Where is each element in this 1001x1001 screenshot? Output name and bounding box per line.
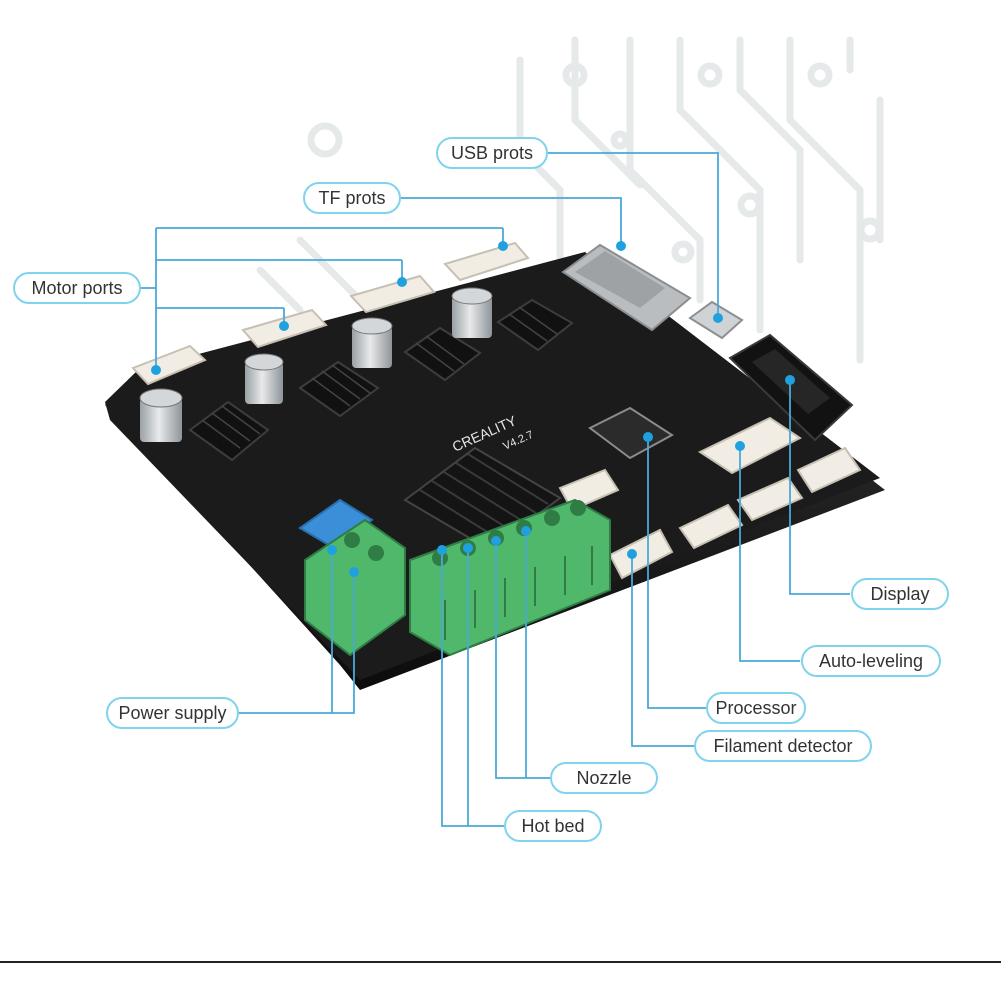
callout-usb-ports: USB prots [436,137,548,169]
driver-heatsinks [188,298,574,462]
callout-auto-leveling: Auto-leveling [801,645,941,677]
background-traces [256,36,884,364]
callout-motor-ports: Motor ports [13,272,141,304]
callout-nozzle: Nozzle [550,762,658,794]
callout-tf-ports: TF prots [303,182,401,214]
callout-hot-bed: Hot bed [504,810,602,842]
callout-power-supply: Power supply [106,697,239,729]
control-board: CREALITY V4.2.7 [105,241,885,690]
leader-lines [140,152,850,827]
callout-dots [151,241,795,577]
callout-filament-detector: Filament detector [694,730,872,762]
heatsink-fins [201,306,558,449]
callout-display: Display [851,578,949,610]
callout-processor: Processor [706,692,806,724]
fuse [298,498,374,550]
processor-chip [588,406,674,460]
bottom-divider [0,961,1001,963]
capacitors [139,287,493,442]
